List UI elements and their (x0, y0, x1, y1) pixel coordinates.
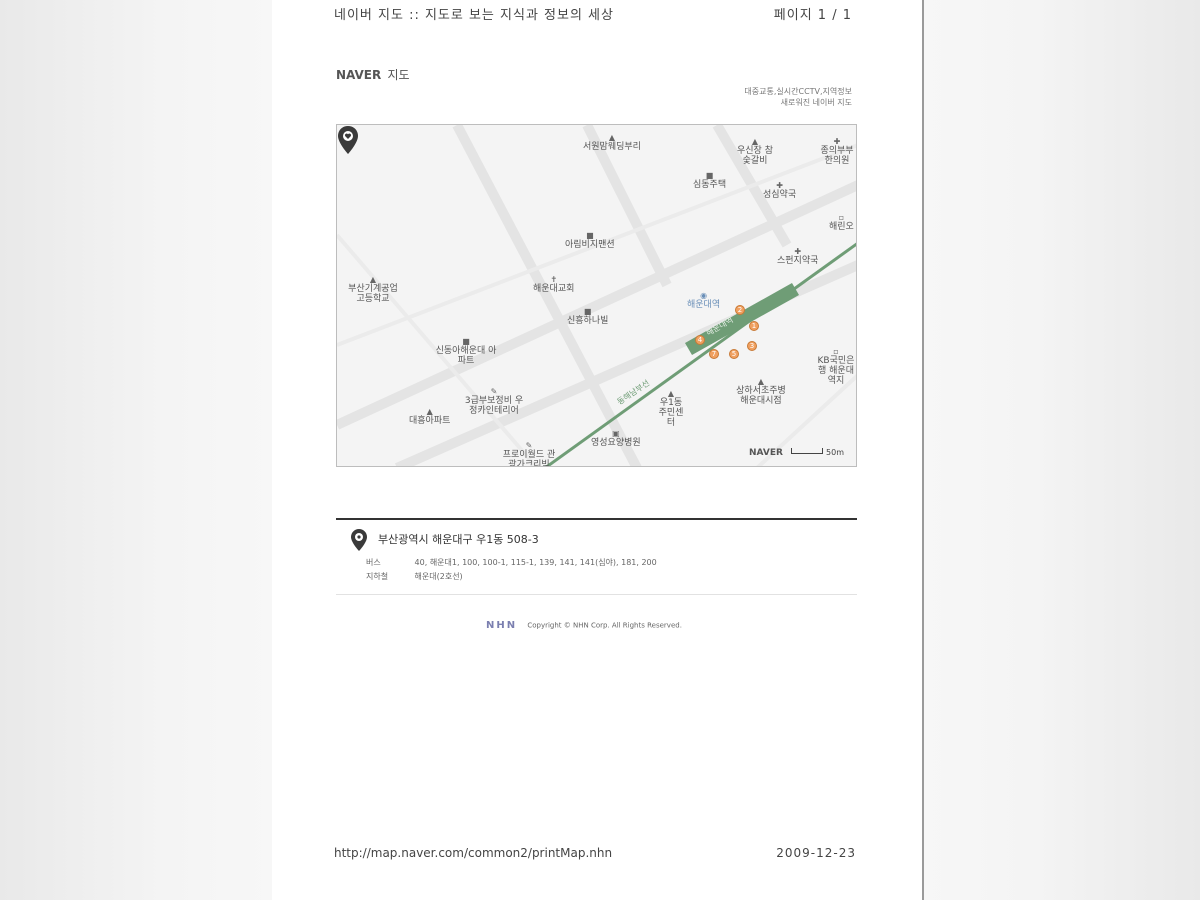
office-icon: ▲ (667, 389, 675, 398)
building-icon: ■ (583, 307, 592, 316)
school-icon: ▲ (369, 275, 377, 284)
bank-icon: ▫ (833, 347, 839, 356)
hospital-icon: ✚ (833, 137, 841, 146)
place-icon: ▫ (838, 213, 845, 222)
footer-url: http://map.naver.com/common2/printMap.nh… (334, 846, 613, 860)
scale-text: 50m (826, 448, 844, 457)
poi-1[interactable]: ▲ 우신장 참숯갈비 (735, 137, 775, 166)
poi-17[interactable]: ▲ 우1동 주민센터 (655, 389, 687, 428)
location-pin-icon[interactable] (337, 125, 359, 155)
ad-line-1: 대중교통,실시간CCTV,지역정보 (744, 87, 852, 96)
pharmacy-icon: ✚ (776, 181, 783, 190)
building-icon: ■ (705, 171, 714, 180)
copyright: NHN Copyright © NHN Corp. All Rights Res… (486, 620, 682, 631)
repair-icon: ✎ (490, 387, 498, 396)
brand-label: 지도 (387, 68, 410, 82)
subway-key: 지하철 (366, 572, 389, 581)
place-icon: ✎ (525, 441, 533, 450)
section-divider (336, 518, 857, 520)
poi-10[interactable]: ■ 신흥하나빌 (567, 307, 609, 326)
subway-exit-1[interactable]: 1 (749, 321, 759, 331)
map-view[interactable]: ▲ 서원맘웨딩부리 ▲ 우신장 참숯갈비 ✚ 종의부부 한의원 ■ 심동주택 ✚… (336, 124, 857, 467)
subway-value: 해운대(2호선) (414, 572, 463, 581)
subway-exit-7[interactable]: 7 (709, 349, 719, 359)
poi-6[interactable]: ■ 아림비지맨션 (565, 231, 615, 250)
place-icon: ▲ (757, 377, 765, 386)
address-text: 부산광역시 해운대구 우1동 508-3 (378, 533, 539, 546)
building-icon: ▲ (426, 407, 433, 416)
pharmacy-icon: ✚ (794, 247, 802, 256)
subway-info: 지하철 해운대(2호선) (366, 571, 463, 582)
subway-icon: ◉ (700, 291, 708, 300)
scan-background-right (924, 0, 1200, 900)
poi-11[interactable]: ◉ 해운대역 (687, 291, 721, 310)
page-number: 페이지 1 / 1 (773, 8, 852, 23)
copyright-text: Copyright © NHN Corp. All Rights Reserve… (527, 621, 682, 630)
subway-exit-4[interactable]: 4 (695, 335, 705, 345)
building-icon: ■ (586, 231, 594, 240)
subway-exit-3[interactable]: 3 (747, 341, 757, 351)
scale-logo: NAVER (748, 448, 783, 458)
poi-9[interactable]: ▲ 부산기계공업 고등학교 (345, 275, 401, 304)
poi-12[interactable]: ■ 신동아해운대 아파트 (433, 337, 499, 366)
nhn-logo: NHN (486, 620, 518, 631)
railway-line (545, 242, 856, 466)
poi-7[interactable]: ✚ 스펀지약국 (777, 247, 819, 266)
bus-key: 버스 (366, 558, 381, 567)
place-icon: ▲ (751, 137, 759, 146)
info-divider (336, 594, 857, 595)
scan-background-left (0, 0, 272, 900)
bus-value: 40, 해운대1, 100, 100-1, 115-1, 139, 141, 1… (414, 558, 657, 567)
station-platform (685, 283, 799, 355)
ad-text: 대중교통,실시간CCTV,지역정보 새로워진 네이버 지도 (744, 86, 852, 108)
church-icon: ✝ (550, 275, 558, 284)
footer-date: 2009-12-23 (776, 846, 856, 860)
naver-logo: NAVER (336, 68, 382, 82)
poi-8[interactable]: ✝ 해운대교회 (533, 275, 575, 294)
poi-0[interactable]: ▲ 서원맘웨딩부리 (583, 133, 641, 152)
subway-exit-5[interactable]: 5 (729, 349, 739, 359)
poi-19[interactable]: ▣ 영성요양병원 (591, 429, 641, 448)
poi-15[interactable]: ✎ 3급부보정비 우정카인테리어 (461, 387, 527, 416)
naver-map-brand: NAVER 지도 (336, 66, 410, 83)
poi-5[interactable]: ▫ 해린오 (829, 213, 854, 232)
place-icon: ▲ (608, 133, 616, 142)
subway-exit-2[interactable]: 2 (735, 305, 745, 315)
minor-road-lines (337, 143, 856, 466)
ad-line-2: 새로워진 네이버 지도 (780, 98, 852, 107)
poi-14[interactable]: ▲ 상하서초주병 해운대시점 (733, 377, 789, 406)
poi-13[interactable]: ▫ KB국민은행 해운대역지 (815, 347, 856, 386)
scale-bar (791, 447, 824, 454)
poi-2[interactable]: ✚ 종의부부 한의원 (820, 137, 854, 166)
printed-page: 네이버 지도 :: 지도로 보는 지식과 정보의 세상 페이지 1 / 1 NA… (272, 0, 924, 900)
building-icon: ■ (462, 337, 470, 346)
poi-16[interactable]: ▲ 대흥아파트 (409, 407, 451, 426)
hospital-icon: ▣ (612, 429, 620, 438)
bus-info: 버스 40, 해운대1, 100, 100-1, 115-1, 139, 141… (366, 557, 657, 568)
address-pin-icon (351, 529, 367, 551)
poi-18[interactable]: ✎ 프로이월드 관광가크리빅 (502, 441, 556, 467)
page-header-title: 네이버 지도 :: 지도로 보는 지식과 정보의 세상 (334, 8, 614, 23)
poi-4[interactable]: ✚ 성심약국 (763, 181, 797, 200)
map-scale: NAVER 50m (748, 447, 844, 458)
poi-3[interactable]: ■ 심동주택 (693, 171, 727, 190)
map-roads (337, 125, 856, 466)
